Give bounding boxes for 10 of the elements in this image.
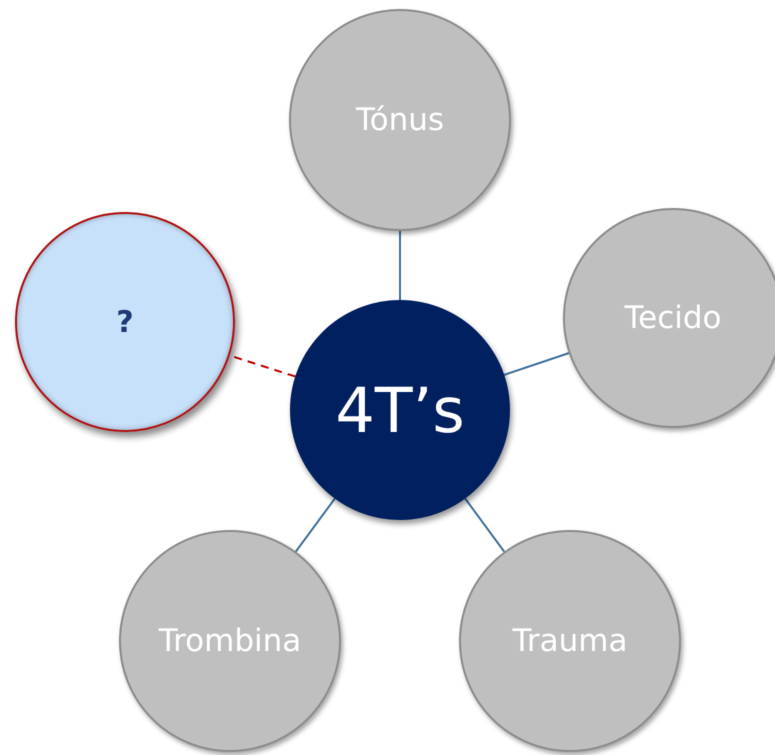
node-label: Trauma bbox=[512, 623, 628, 659]
connector-line bbox=[504, 352, 570, 376]
connector-line bbox=[464, 498, 506, 552]
node-label: Tecido bbox=[624, 300, 722, 336]
node-label: Tónus bbox=[356, 102, 444, 138]
connector-line bbox=[399, 231, 401, 300]
node-label: 4T’s bbox=[335, 374, 465, 446]
connector-line bbox=[294, 498, 336, 552]
node-label: Trombina bbox=[158, 623, 302, 659]
node-label: ? bbox=[116, 304, 134, 340]
